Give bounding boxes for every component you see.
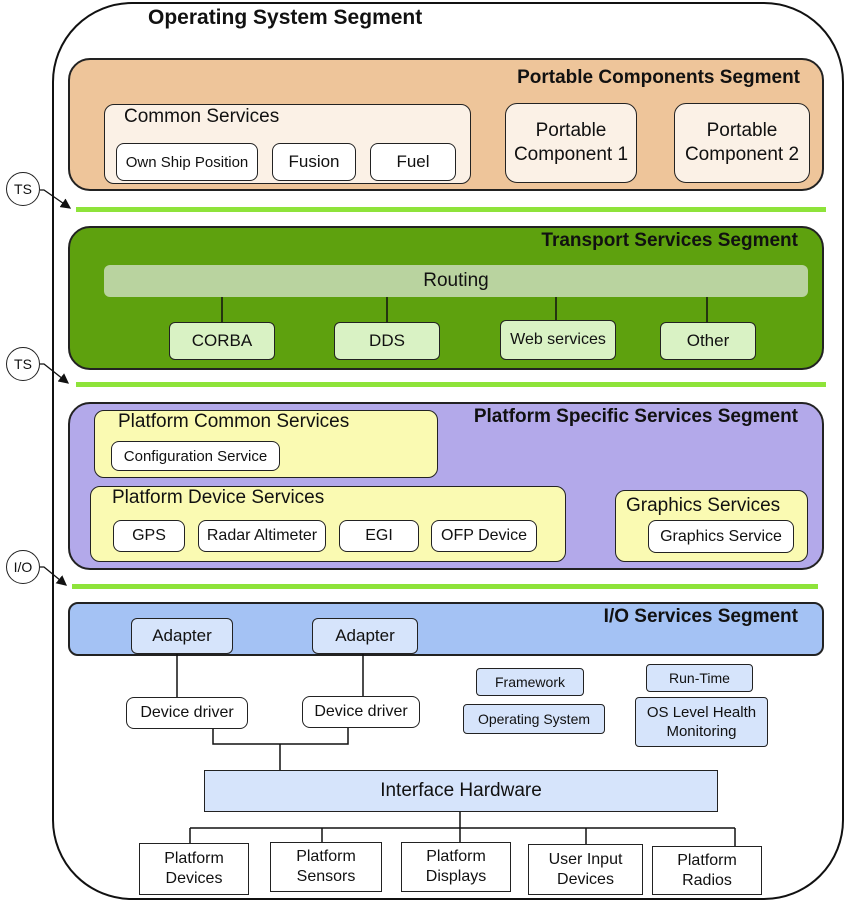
os-health-monitoring-box: OS Level Health Monitoring — [635, 697, 768, 747]
dds-box: DDS — [334, 322, 440, 360]
fuel-box: Fuel — [370, 143, 456, 181]
platform-segment-title: Platform Specific Services Segment — [473, 406, 798, 427]
device-driver-2: Device driver — [302, 696, 420, 728]
graphics-service-box: Graphics Service — [648, 520, 794, 553]
ts-arrow-2 — [40, 363, 70, 384]
ts-interface-marker-1: TS — [6, 172, 40, 206]
driver-join-line — [212, 728, 349, 745]
egi-box: EGI — [339, 520, 419, 552]
ofp-device-box: OFP Device — [431, 520, 537, 552]
platform-displays-box: Platform Displays — [401, 842, 511, 892]
own-ship-position-box: Own Ship Position — [116, 143, 258, 181]
ts-interface-marker-2: TS — [6, 347, 40, 381]
run-time-box: Run-Time — [646, 664, 753, 692]
ts-arrow-1 — [40, 189, 72, 209]
platform-device-services-title: Platform Device Services — [112, 487, 325, 508]
io-segment-title: I/O Services Segment — [603, 606, 798, 627]
web-services-box: Web services — [500, 320, 616, 360]
ts-interface-line-1 — [76, 207, 826, 212]
io-interface-line — [72, 584, 818, 589]
io-interface-marker: I/O — [6, 550, 40, 584]
operating-system-box: Operating System — [463, 704, 605, 734]
routing-bar: Routing — [104, 265, 808, 297]
platform-sensors-box: Platform Sensors — [270, 842, 382, 892]
platform-common-services-title: Platform Common Services — [118, 411, 350, 432]
configuration-service-box: Configuration Service — [111, 441, 280, 471]
common-services-title: Common Services — [124, 106, 280, 127]
ts-interface-line-2 — [76, 382, 826, 387]
user-input-devices-box: User Input Devices — [528, 844, 643, 895]
gps-box: GPS — [113, 520, 185, 552]
transport-segment-title: Transport Services Segment — [541, 230, 798, 251]
portable-component-2: Portable Component 2 — [674, 103, 810, 183]
portable-component-1: Portable Component 1 — [505, 103, 637, 183]
radar-altimeter-box: Radar Altimeter — [198, 520, 326, 552]
interface-hardware-box: Interface Hardware — [204, 770, 718, 812]
graphics-services-title: Graphics Services — [626, 495, 781, 516]
os-segment-title: Operating System Segment — [148, 6, 423, 29]
fusion-box: Fusion — [272, 143, 356, 181]
framework-box: Framework — [476, 668, 584, 696]
other-box: Other — [660, 322, 756, 360]
platform-radios-box: Platform Radios — [652, 846, 762, 895]
platform-devices-box: Platform Devices — [139, 843, 249, 895]
adapter-box-1: Adapter — [131, 618, 233, 654]
adapter-box-2: Adapter — [312, 618, 418, 654]
portable-segment-title: Portable Components Segment — [517, 67, 800, 88]
device-driver-1: Device driver — [126, 697, 248, 729]
corba-box: CORBA — [169, 322, 275, 360]
io-arrow — [40, 566, 68, 586]
